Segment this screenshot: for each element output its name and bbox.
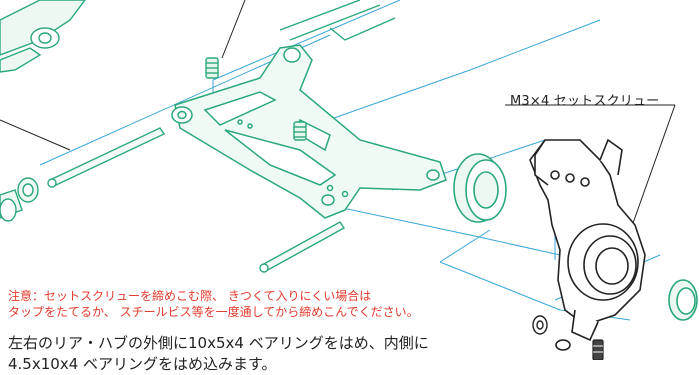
instruction-line-2: 4.5x10x4 ベアリングをはめ込みます。 — [8, 355, 277, 373]
top-set-screw — [205, 57, 219, 79]
upper-bracket-part — [279, 0, 396, 41]
lower-hinge-pin — [259, 221, 346, 273]
caution-line-1: 注意：セットスクリューを締めこむ際、 きつくて入りにくい場合は — [8, 289, 372, 303]
hinge-pin-shaft — [47, 127, 166, 188]
suspension-arm — [171, 44, 447, 219]
m3x4-set-screw — [592, 339, 604, 360]
hub-washer — [532, 315, 548, 335]
hub-inner-bearing — [668, 279, 698, 321]
assembly-diagram — [0, 0, 698, 360]
outer-bearing — [453, 153, 507, 223]
instruction-text: 左右のリア・ハブの外側に10x5x4 ベアリングをはめ、内側に 4.5x10x4… — [8, 333, 429, 375]
caution-note: 注意：セットスクリューを締めこむ際、 きつくて入りにくい場合は タップをたてるか… — [8, 288, 419, 320]
upper-link-part — [0, 0, 86, 73]
instruction-line-1: 左右のリア・ハブの外側に10x5x4 ベアリングをはめ、内側に — [8, 334, 429, 352]
part-label-set-screw: M3×4 セットスクリュー — [510, 94, 660, 109]
rear-hub — [529, 138, 646, 351]
caution-line-2: タップをたてるか、 スチールビス等を一度通してから締めこんでください。 — [8, 305, 419, 319]
arm-set-screw — [293, 121, 307, 141]
left-bushing — [0, 177, 39, 222]
